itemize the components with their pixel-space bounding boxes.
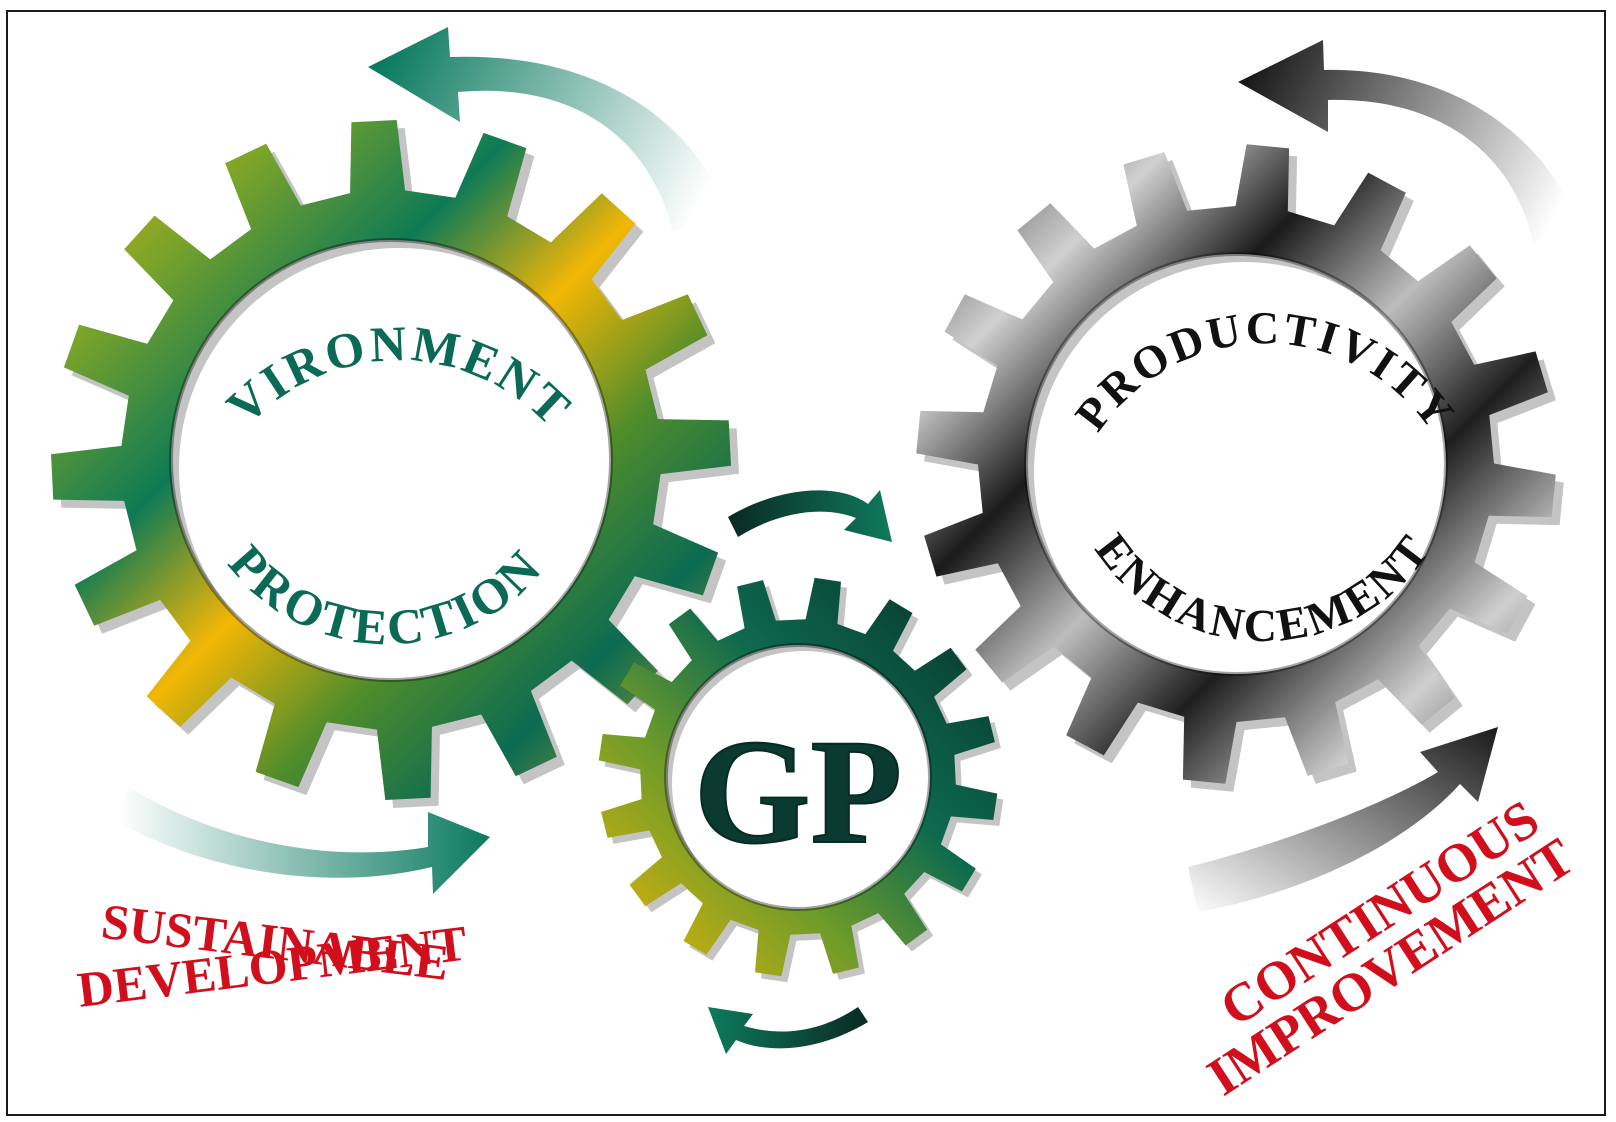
gear-shape — [51, 120, 731, 800]
diagram-frame: ENVIRONMENTAL PROTECTION PRODUCTIVITY EN… — [6, 10, 1606, 1116]
curved-arrow-left-icon — [1238, 40, 1583, 242]
gear-inner-rim — [169, 238, 613, 682]
gp-logo-text: GP — [694, 709, 902, 875]
curved-arrow-left-icon — [368, 27, 728, 232]
curved-arrow-right-icon — [118, 787, 490, 894]
productivity-gear-icon — [916, 144, 1556, 784]
gear-inner-rim — [664, 643, 932, 911]
gear-inner-rim — [1024, 252, 1448, 676]
gear-shape — [916, 144, 1556, 784]
curved-arrow-up-right-icon — [1188, 727, 1498, 912]
gears-diagram: ENVIRONMENTAL PROTECTION PRODUCTIVITY EN… — [8, 12, 1584, 1107]
curved-arrow-clockwise-icon — [728, 490, 892, 542]
environmental-gear-icon — [51, 120, 731, 800]
curved-arrow-counterclockwise-icon — [708, 1007, 868, 1054]
gear-shape — [598, 577, 998, 977]
protection-bottom-text: PROTECTION — [218, 534, 550, 656]
gp-gear-icon — [598, 577, 998, 977]
protection-label: PROTECTION — [218, 534, 553, 656]
